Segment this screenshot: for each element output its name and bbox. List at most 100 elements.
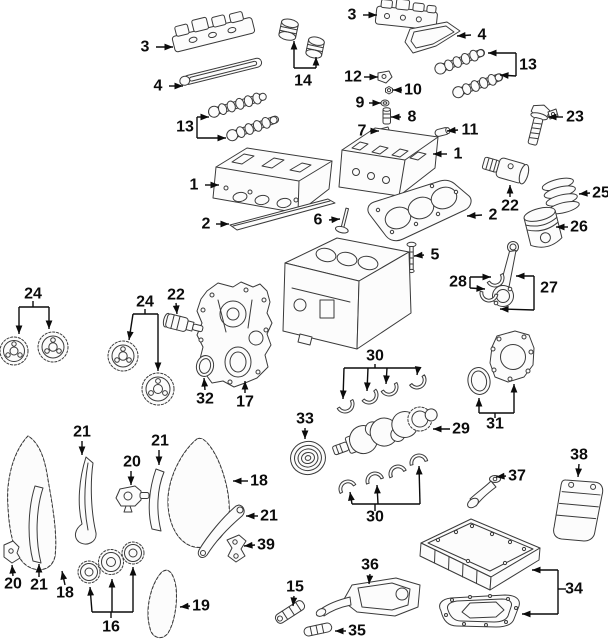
callout-number[interactable]: 21 (73, 424, 91, 441)
callout-number[interactable]: 9 (356, 95, 365, 112)
callout-38-oil-cooler[interactable]: 38 (570, 447, 588, 478)
callout-18-timing-chain-right[interactable]: 18 (233, 473, 268, 490)
callout-2-head-gasket-left[interactable]: 2 (202, 216, 229, 233)
callout-number[interactable]: 2 (202, 216, 211, 233)
callout-21-chain-guide-arm[interactable]: 21 (246, 508, 278, 525)
callout-number[interactable]: 35 (348, 623, 366, 640)
callout-9-valve-stem-seal[interactable]: 9 (356, 95, 381, 112)
callout-24-camshaft-gears-left[interactable]: 24 (15, 286, 53, 335)
callout-number[interactable]: 21 (260, 508, 278, 525)
callout-number[interactable]: 26 (570, 219, 588, 236)
callout-30-main-bearings-lower[interactable]: 30 (348, 465, 423, 526)
callout-17-engine-front-cover[interactable]: 17 (236, 381, 254, 411)
callout-30-main-bearings-upper[interactable]: 30 (339, 348, 422, 400)
callout-21-chain-guide-c[interactable]: 21 (30, 564, 48, 594)
callout-number[interactable]: 39 (257, 537, 275, 554)
callout-29-crankshaft[interactable]: 29 (433, 421, 470, 438)
callout-11-dowel-pin[interactable]: 11 (446, 122, 479, 139)
callout-number[interactable]: 7 (358, 123, 367, 140)
callout-number[interactable]: 20 (123, 454, 141, 471)
callout-number[interactable]: 2 (489, 207, 498, 224)
callout-number[interactable]: 29 (452, 421, 470, 438)
callout-number[interactable]: 21 (30, 577, 48, 594)
callout-21-chain-guide-a[interactable]: 21 (73, 424, 91, 456)
callout-number[interactable]: 3 (141, 39, 150, 56)
callout-26-piston[interactable]: 26 (556, 219, 588, 236)
callout-39-chain-guide-bracket[interactable]: 39 (243, 537, 275, 554)
callout-number[interactable]: 1 (190, 177, 199, 194)
callout-10-retainer-nut[interactable]: 10 (393, 82, 422, 99)
callout-3-valve-cover-left[interactable]: 3 (141, 39, 173, 56)
callout-24-camshaft-gears-middle[interactable]: 24 (126, 294, 162, 372)
callout-number[interactable]: 21 (151, 433, 169, 450)
callout-22-camshaft-solenoid[interactable]: 22 (167, 287, 185, 315)
callout-number[interactable]: 5 (431, 247, 440, 264)
callout-13-camshafts-left[interactable]: 13 (176, 113, 226, 142)
callout-number[interactable]: 4 (478, 27, 487, 44)
callout-6-valve[interactable]: 6 (314, 212, 341, 229)
callout-31-rear-seal-and-plate[interactable]: 31 (475, 384, 518, 433)
callout-number[interactable]: 24 (24, 286, 42, 303)
callout-number[interactable]: 15 (286, 579, 304, 596)
callout-8-valve-lifter[interactable]: 8 (391, 109, 417, 126)
callout-number[interactable]: 12 (344, 69, 362, 86)
callout-number[interactable]: 36 (361, 557, 379, 574)
callout-32-front-crank-seal[interactable]: 32 (196, 377, 214, 408)
callout-number[interactable]: 37 (508, 468, 526, 485)
callout-28-rod-bearings[interactable]: 28 (449, 274, 491, 292)
callout-number[interactable]: 16 (102, 619, 120, 636)
callout-number[interactable]: 11 (462, 122, 479, 139)
callout-7-valve-keeper[interactable]: 7 (358, 123, 379, 140)
callout-5-block-bolt[interactable]: 5 (413, 247, 440, 264)
callout-number[interactable]: 27 (540, 280, 558, 297)
callout-20-chain-tensioner-a[interactable]: 20 (123, 454, 141, 486)
callout-number[interactable]: 30 (366, 509, 384, 526)
callout-number[interactable]: 1 (454, 146, 463, 163)
callout-number[interactable]: 30 (366, 348, 384, 365)
callout-18-timing-chain-left[interactable]: 18 (56, 570, 74, 602)
callout-number[interactable]: 22 (501, 198, 519, 215)
callout-number[interactable]: 18 (56, 585, 74, 602)
callout-number[interactable]: 31 (486, 416, 504, 433)
callout-37-oil-pickup-tube[interactable]: 37 (495, 468, 526, 485)
callout-number[interactable]: 23 (566, 109, 584, 126)
callout-25-piston-rings[interactable]: 25 (578, 185, 608, 202)
callout-33-crankshaft-pulley[interactable]: 33 (296, 411, 314, 440)
callout-36-oil-pump[interactable]: 36 (361, 557, 379, 585)
callout-number[interactable]: 8 (408, 109, 417, 126)
callout-number[interactable]: 28 (449, 274, 467, 291)
callout-number[interactable]: 34 (565, 581, 583, 598)
callout-3-valve-cover-right[interactable]: 3 (348, 7, 377, 24)
callout-number[interactable]: 10 (404, 82, 422, 99)
callout-number[interactable]: 32 (196, 391, 214, 408)
callout-2-head-gasket-right[interactable]: 2 (466, 207, 498, 224)
callout-35-oil-pump-screw[interactable]: 35 (335, 623, 366, 640)
callout-15-tensioner-lower[interactable]: 15 (286, 579, 304, 607)
callout-number[interactable]: 33 (296, 411, 314, 428)
callout-34-oil-pans[interactable]: 34 (522, 566, 583, 618)
callout-number[interactable]: 24 (136, 294, 154, 311)
callout-16-crankshaft-sprockets[interactable]: 16 (87, 567, 137, 636)
callout-4-valve-cover-gasket-left[interactable]: 4 (154, 78, 183, 95)
callout-1-cylinder-head-left[interactable]: 1 (190, 177, 219, 194)
callout-number[interactable]: 13 (519, 57, 537, 74)
callout-22-camshaft-actuator[interactable]: 22 (501, 185, 519, 215)
callout-number[interactable]: 17 (236, 394, 254, 411)
callout-19-timing-chain-lower[interactable]: 19 (179, 598, 210, 615)
callout-number[interactable]: 4 (154, 78, 163, 95)
callout-number[interactable]: 14 (294, 73, 312, 90)
callout-number[interactable]: 25 (592, 185, 608, 202)
callout-4-valve-cover-gasket-right[interactable]: 4 (456, 27, 487, 44)
callout-1-cylinder-head-right[interactable]: 1 (433, 146, 463, 163)
callout-number[interactable]: 38 (570, 447, 588, 464)
callout-number[interactable]: 22 (167, 287, 185, 304)
callout-21-chain-guide-b[interactable]: 21 (151, 433, 169, 466)
callout-number[interactable]: 18 (250, 473, 268, 490)
callout-13-camshafts-right[interactable]: 13 (488, 49, 537, 79)
callout-number[interactable]: 20 (4, 576, 22, 593)
callout-number[interactable]: 19 (192, 598, 210, 615)
callout-23-cylinder-head-bolt[interactable]: 23 (548, 109, 584, 126)
callout-14-camshaft-end-caps[interactable]: 14 (290, 41, 320, 90)
callout-number[interactable]: 3 (348, 7, 357, 24)
callout-27-connecting-rod[interactable]: 27 (499, 272, 558, 313)
